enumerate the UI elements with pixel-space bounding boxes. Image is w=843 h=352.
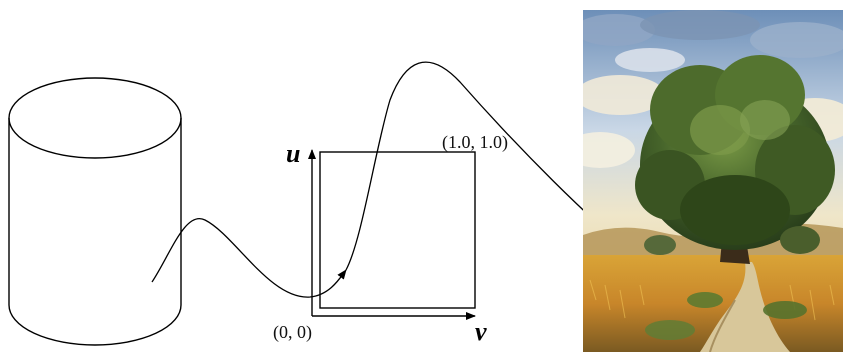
cylinder-bottom-arc (8, 304, 182, 346)
uv-square (319, 151, 476, 309)
origin-label: (0, 0) (273, 322, 312, 343)
v-axis-label: v (475, 317, 487, 346)
painting-tree-canopy (635, 55, 835, 250)
cylinder-to-uv-curve (151, 217, 347, 298)
uv-to-image-curve (345, 61, 639, 271)
u-axis-label: u (286, 139, 300, 168)
cylinder-top-ellipse (8, 77, 182, 159)
corner-label: (1.0, 1.0) (442, 132, 508, 153)
cylinder-shape (8, 77, 182, 346)
tree-painting-image (583, 10, 843, 352)
painting-dirt-path (700, 262, 790, 352)
